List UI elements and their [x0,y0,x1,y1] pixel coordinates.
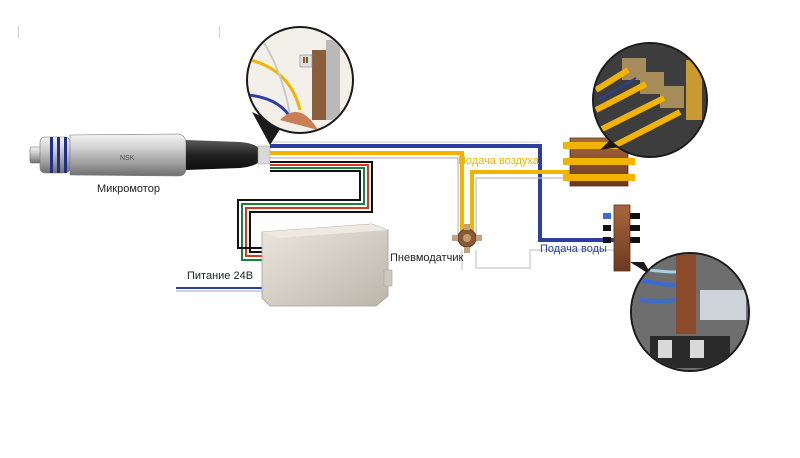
callout-air-manifold-photo [592,42,708,158]
water-line [270,144,615,242]
air-manifold [563,137,635,187]
water-manifold [603,204,640,272]
grey-tube-1 [270,157,459,236]
control-box [261,223,393,307]
micromotor-label: Микромотор [97,183,160,195]
callout-connector-photo [246,26,354,145]
svg-text:NSK: NSK [120,155,135,162]
power-label: Питание 24В [187,270,254,282]
air-line-motor [270,151,464,232]
micromotor: NSK [29,133,271,177]
frame-tick-left [18,26,19,38]
grey-tube-3 [475,249,615,269]
pneumosensor-label: Пневмодатчик [390,252,464,264]
air-supply-label: Подача воздуха [458,155,539,167]
frame-tick-right [219,26,220,38]
water-supply-label: Подача воды [540,243,607,255]
air-line-manifold [470,170,578,232]
pneumosensor [452,224,482,253]
callout-water-manifold-photo [630,252,750,372]
power-cable [237,161,373,261]
grey-tube-2 [475,177,578,236]
